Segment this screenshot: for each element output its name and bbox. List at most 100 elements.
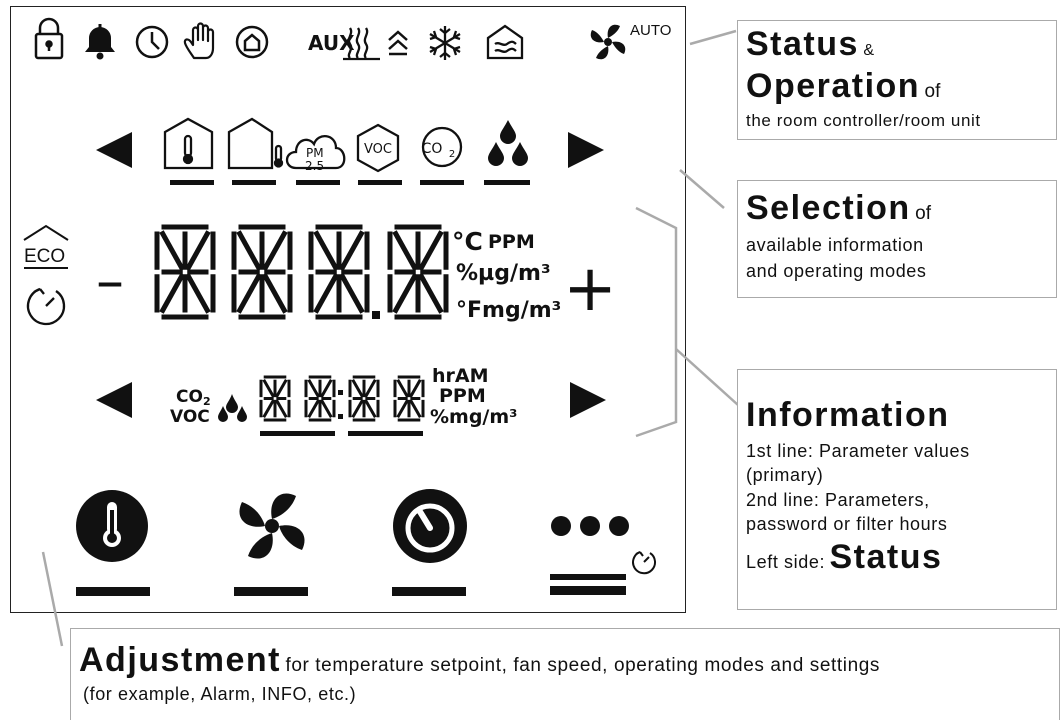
information-title: Information: [746, 396, 950, 434]
thermometer-button[interactable]: [76, 490, 148, 562]
button-indicator: [392, 587, 466, 596]
adjustment-line-1: for temperature setpoint, fan speed, ope…: [285, 655, 881, 676]
selection-indicator: [232, 180, 276, 185]
status-word: Status: [829, 538, 943, 576]
fan-button[interactable]: [239, 493, 305, 559]
selection-indicator: [170, 180, 214, 185]
eco-label: ECO: [24, 246, 65, 267]
dial-icon: [393, 489, 467, 563]
status-description: the room controller/room unit: [746, 111, 981, 130]
information-line-2: (primary): [746, 465, 824, 485]
more-button[interactable]: [551, 516, 629, 536]
of-label: of: [924, 81, 941, 102]
amp-label: &: [863, 42, 875, 59]
segment-digit: [304, 375, 336, 422]
heating-icon: [343, 27, 380, 61]
of-label: of: [915, 203, 931, 224]
status-icon-row: AUX AUTO: [34, 17, 671, 61]
droplets-icon: [218, 394, 247, 422]
voc-label: VOC: [170, 407, 210, 427]
button-indicator: [76, 587, 150, 596]
selection-indicator: [484, 180, 530, 185]
fan-icon: [239, 493, 305, 559]
droplets-icon[interactable]: [488, 120, 528, 166]
information-line-3: 2nd line: Parameters,: [746, 490, 930, 510]
button-indicator: [550, 586, 626, 595]
adjustment-title: Adjustment: [79, 641, 281, 679]
co2-circle-icon[interactable]: [421, 126, 463, 168]
info-indicator: [348, 431, 423, 436]
adjustment-callout: Adjustment for temperature setpoint, fan…: [70, 628, 1060, 720]
segment-digit: [387, 224, 449, 320]
co2-label: CO2: [176, 387, 211, 408]
pm-value: 2.5: [305, 159, 324, 173]
unit-mgm3: %mg/m³: [430, 406, 518, 428]
voc-hexagon-icon[interactable]: [356, 123, 400, 173]
dial-button[interactable]: [393, 489, 467, 563]
selection-title: Selection: [746, 189, 911, 227]
info-next-arrow[interactable]: [570, 382, 606, 418]
fan-icon: [590, 24, 626, 60]
unit-hram: hrAM: [432, 365, 489, 387]
information-line-1: 1st line: Parameter values: [746, 441, 970, 461]
snowflake-icon: [429, 26, 461, 60]
pm-cloud-icon[interactable]: [285, 135, 346, 170]
segment-digit: [348, 375, 380, 422]
status-title: Status: [746, 25, 859, 63]
info-indicator: [260, 431, 335, 436]
segment-digit: [154, 224, 216, 320]
voc-label: VOC: [364, 142, 392, 157]
aux-label: AUX: [308, 31, 355, 55]
adjustment-line-2: (for example, Alarm, INFO, etc.): [83, 684, 357, 704]
segment-digit: [231, 224, 293, 320]
unit-fahrenheit-mgm3: °Fmg/m³: [456, 298, 561, 323]
unit-ppm: PPM: [488, 231, 535, 253]
eco-house-icon: [23, 224, 69, 269]
co2-label: CO: [422, 141, 443, 157]
information-line-4: password or filter hours: [746, 514, 948, 534]
selection-callout: Selection of available information and o…: [737, 180, 1057, 298]
selection-next-arrow[interactable]: [568, 132, 604, 168]
main-display: ECO – + °C PPM %µg/m³ °Fmg/m³: [23, 224, 617, 326]
plus-button[interactable]: +: [563, 252, 617, 326]
house-thermometer-icon[interactable]: [163, 117, 214, 170]
pm-label: PM: [306, 146, 324, 160]
unit-ppm: PPM: [439, 385, 486, 407]
fan-level-icon: [388, 30, 408, 56]
info-prev-arrow[interactable]: [96, 382, 132, 418]
colon-dot: [338, 390, 343, 395]
operation-title: Operation: [746, 67, 921, 105]
selection-indicator: [420, 180, 464, 185]
segment-digit: [393, 375, 425, 422]
selection-line-1: available information: [746, 235, 924, 255]
status-callout: Status & Operation of the room controlle…: [737, 20, 1057, 140]
timer-small-icon: [632, 551, 657, 575]
decimal-point: [338, 414, 343, 419]
auto-label: AUTO: [630, 22, 671, 39]
home-icon: [235, 25, 269, 59]
bell-icon: [85, 24, 115, 60]
segment-digit: [259, 375, 291, 422]
selection-prev-arrow[interactable]: [96, 132, 132, 168]
outdoor-thermometer-icon[interactable]: [227, 117, 284, 170]
selection-indicator: [358, 180, 402, 185]
lcd-panel: [10, 6, 686, 613]
more-dots-icon: [551, 516, 629, 536]
lock-icon: [34, 17, 64, 60]
selection-row: PM 2.5 VOC CO 2: [96, 117, 604, 185]
adjust-button-row: [76, 489, 657, 596]
left-side-label: Left side:: [746, 552, 826, 572]
decimal-point: [372, 311, 380, 319]
second-line-display: CO2 VOC hrAM PPM %mg/m³: [96, 365, 606, 436]
selection-indicator: [296, 180, 340, 185]
information-callout: Information 1st line: Parameter values (…: [737, 369, 1057, 610]
button-indicator: [234, 587, 308, 596]
co2-sub: 2: [449, 149, 455, 160]
selection-line-2: and operating modes: [746, 261, 927, 281]
timer-icon: [26, 287, 66, 326]
unit-celsius: °C: [452, 227, 483, 256]
unit-ugm3: %µg/m³: [456, 261, 551, 286]
segment-digit: [308, 224, 370, 320]
minus-button[interactable]: –: [96, 249, 124, 314]
house-humidity-icon: [486, 24, 524, 60]
